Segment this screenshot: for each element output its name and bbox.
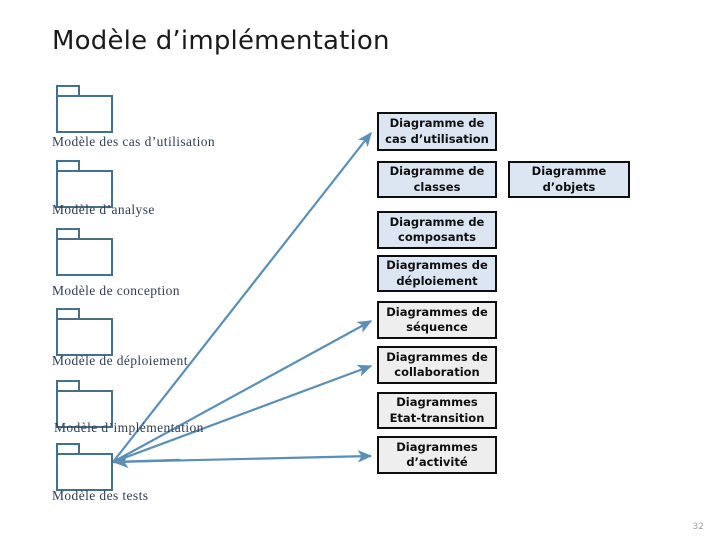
package-body	[56, 95, 113, 133]
uml-package-icon	[56, 228, 113, 276]
connector-to-collaboration-diagram	[112, 364, 373, 464]
diagram-box-state-transition: Diagrammes Etat-transition	[377, 392, 497, 429]
package-body	[56, 390, 113, 428]
package-tab	[56, 443, 80, 453]
diagram-box-components: Diagramme de composants	[377, 211, 497, 249]
package-body	[56, 170, 113, 208]
package-tab	[56, 380, 80, 390]
connector-to-activity-diagram	[112, 450, 373, 464]
package-body	[56, 238, 113, 276]
diagram-box-objects: Diagramme d’objets	[508, 161, 630, 198]
package-tab	[56, 308, 80, 318]
diagram-box-sequence: Diagrammes de séquence	[377, 301, 497, 339]
model-label-deployment: Modèle de déploiement	[52, 353, 188, 368]
model-label-analysis: Modèle d’analyse	[52, 202, 155, 217]
connector-to-sequence-diagram	[112, 320, 373, 463]
package-tab	[56, 160, 80, 170]
uml-package-icon	[56, 380, 113, 428]
uml-package-icon	[56, 443, 113, 491]
diagram-box-deployment: Diagrammes de déploiement	[377, 255, 497, 292]
diagram-box-collaboration: Diagrammes de collaboration	[377, 346, 497, 384]
uml-package-icon	[56, 308, 113, 356]
model-label-use-case: Modèle des cas d’utilisation	[52, 134, 216, 149]
diagram-box-activity: Diagrammes d’activité	[377, 436, 497, 474]
diagram-box-classes: Diagramme de classes	[377, 161, 497, 198]
model-label-implementation: Modèle d’implémentation	[54, 420, 204, 435]
package-body	[56, 453, 113, 491]
diagram-box-use-case: Diagramme de cas d’utilisation	[377, 112, 497, 151]
model-label-design: Modèle de conception	[52, 283, 180, 298]
page-title: Modèle d’implémentation	[52, 26, 390, 56]
package-tab	[56, 85, 80, 95]
uml-package-icon	[56, 160, 113, 208]
page-number: 32	[692, 522, 704, 532]
model-label-tests: Modèle des tests	[52, 488, 149, 503]
connector-into-test-model	[112, 454, 181, 469]
package-body	[56, 318, 113, 356]
uml-package-icon	[56, 85, 113, 133]
package-tab	[56, 228, 80, 238]
